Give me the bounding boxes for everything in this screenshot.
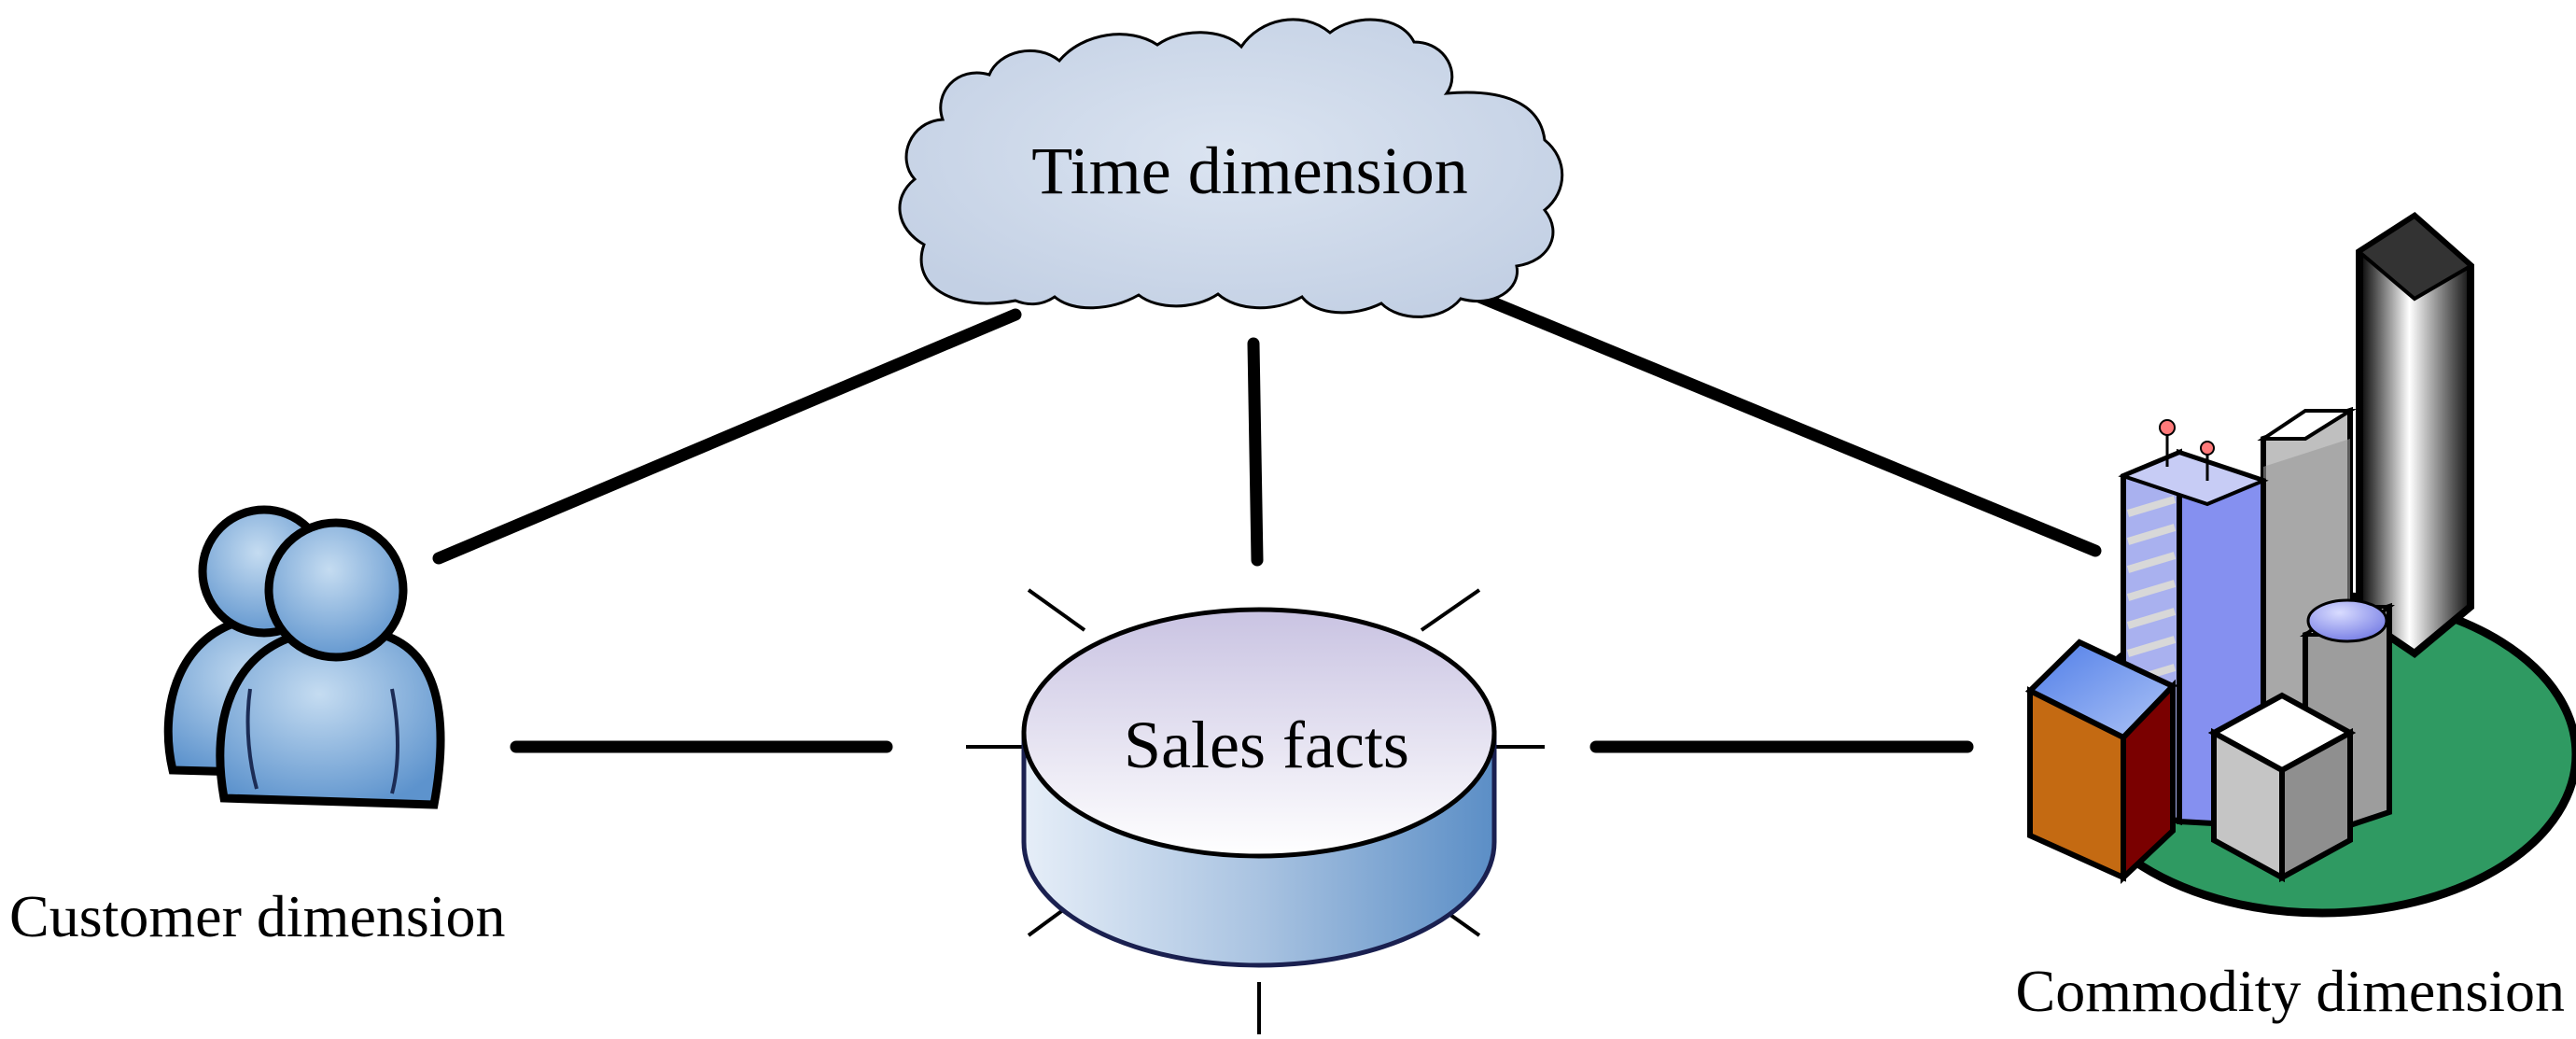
connections [432,290,2102,753]
users-icon [163,505,445,809]
customer-dimension-node: Customer dimension [9,505,506,949]
cylinder-top [1021,607,1497,859]
time-dimension-label: Time dimension [1031,133,1467,208]
customer-dimension-label: Customer dimension [9,883,506,949]
edge-time-fact [1247,337,1264,567]
city-buildings-icon [2024,211,2576,918]
sales-facts-node: Sales facts [966,588,1545,1034]
edge-time-customer [432,308,1022,565]
commodity-dimension-node: Commodity dimension [2016,211,2576,1024]
time-dimension-node: Time dimension [898,18,1564,318]
commodity-dimension-label: Commodity dimension [2016,958,2565,1024]
edge-time-commodity [1473,290,2102,557]
cloud-icon [898,18,1564,318]
sales-facts-label: Sales facts [1124,708,1409,782]
